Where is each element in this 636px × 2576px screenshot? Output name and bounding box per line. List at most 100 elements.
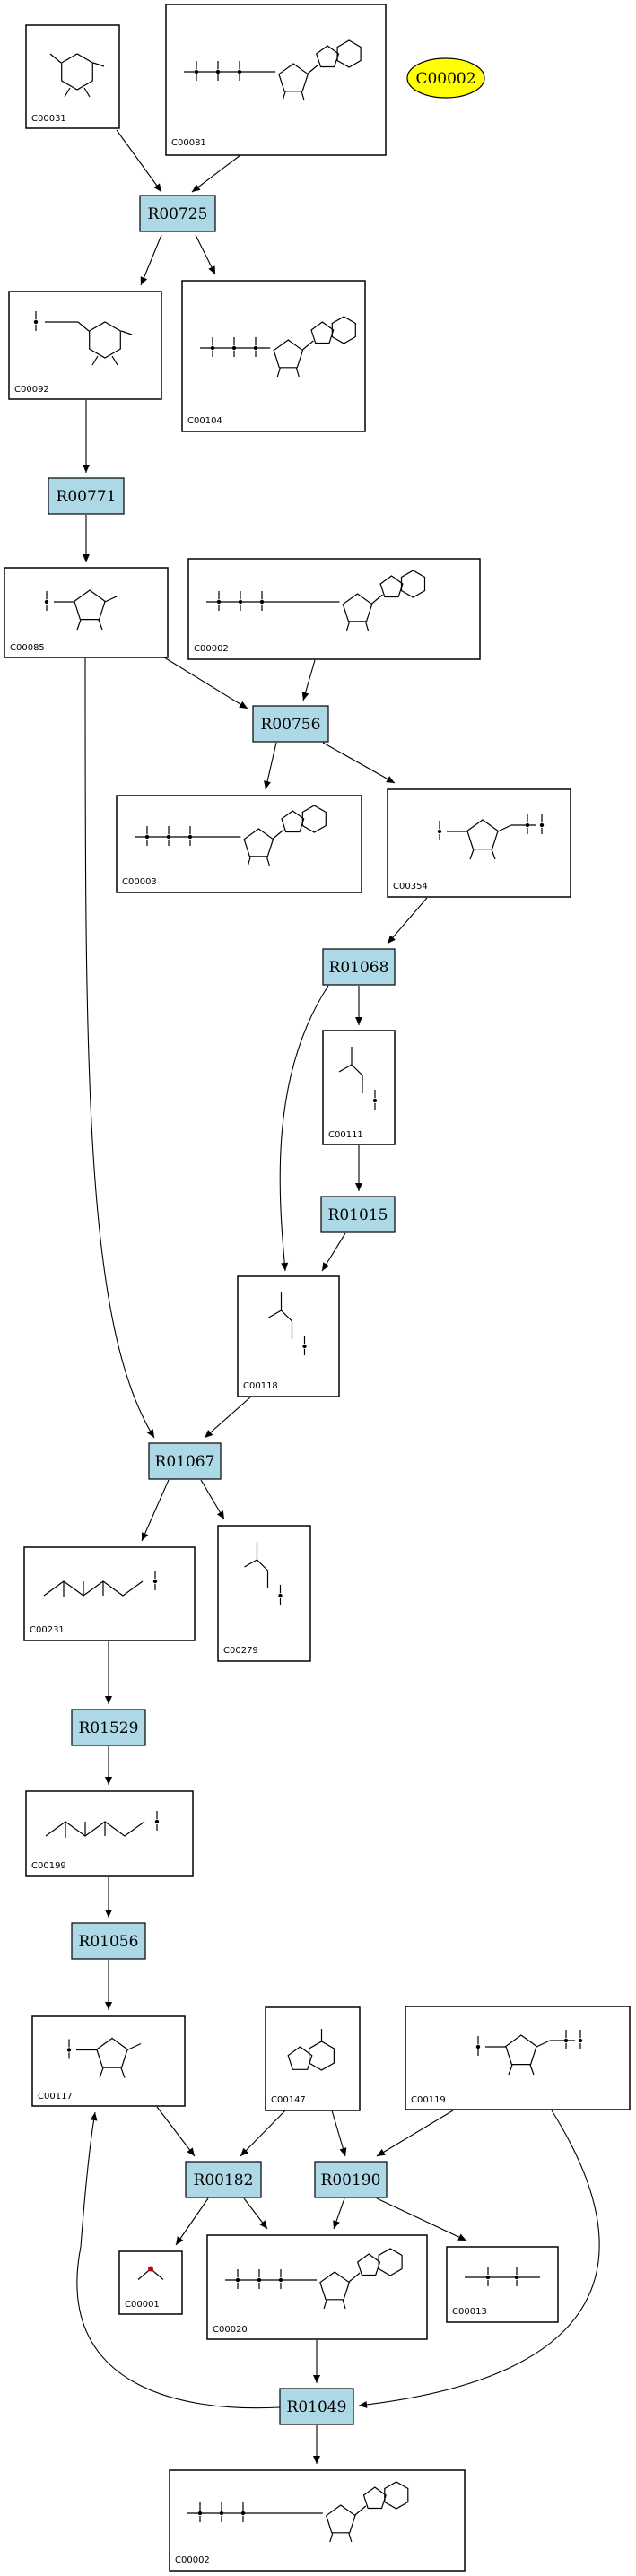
arrowhead-c1-r1 <box>153 183 161 192</box>
compound-id-c4: C00104 <box>187 416 222 426</box>
compound-c20[interactable]: C00002 <box>169 2469 466 2572</box>
compound-c18[interactable]: C00020 <box>206 2234 428 2340</box>
compound-id-c6: C00002 <box>194 644 229 654</box>
compound-c10[interactable]: C00118 <box>237 1275 340 1397</box>
structure-c1 <box>49 53 105 98</box>
compound-c12[interactable]: C00279 <box>217 1525 311 1662</box>
pathway-edges <box>76 129 600 2464</box>
compound-c6[interactable]: C00002 <box>187 558 481 660</box>
reaction-label-r3: R00756 <box>261 716 321 734</box>
structure-c20 <box>187 2481 409 2543</box>
compound-c19[interactable]: C00013 <box>446 2246 559 2323</box>
reaction-label-r1: R00725 <box>148 205 208 223</box>
arrowhead-c15-r10 <box>339 2147 347 2156</box>
arrowhead-r4-c10 <box>281 1262 289 1271</box>
reaction-label-r6: R01067 <box>155 1453 215 1471</box>
pathway-nodes: C00002 C00031 C00081 C00092 C00104 C0008… <box>4 4 631 2572</box>
reaction-label-r5: R01015 <box>328 1206 388 1224</box>
edge-r11-c14 <box>76 2111 281 2409</box>
arrowhead-r9-c17 <box>176 2236 184 2245</box>
edge-r3-c8 <box>322 742 396 784</box>
arrowhead-c6-r3 <box>301 692 309 701</box>
compound-id-c17: C00001 <box>125 2300 160 2310</box>
structure-c9 <box>338 1047 378 1110</box>
arrowhead-r10-c18 <box>333 2220 340 2229</box>
compound-id-c16: C00119 <box>411 2095 446 2105</box>
reaction-r4[interactable]: R01068 <box>322 948 396 986</box>
arrowhead-r1-c4 <box>208 265 215 274</box>
highlight-compound-node[interactable]: C00002 <box>406 57 485 99</box>
reaction-label-r10: R00190 <box>321 2171 381 2189</box>
arrowhead-r7-c13 <box>105 1777 112 1785</box>
reaction-label-r11: R01049 <box>287 2398 347 2416</box>
edge-c16-r10 <box>376 2110 454 2157</box>
compound-c1[interactable]: C00031 <box>25 24 120 129</box>
compound-id-c7: C00003 <box>122 877 157 887</box>
structure-c15 <box>287 2029 335 2071</box>
reaction-r8[interactable]: R01056 <box>71 1922 146 1960</box>
edge-r1-c3 <box>140 234 162 286</box>
edge-c14-r9 <box>156 2106 196 2157</box>
compound-c17[interactable]: C00001 <box>118 2250 183 2315</box>
arrowhead-c5-r6 <box>146 1429 154 1438</box>
structure-c11 <box>43 1571 158 1597</box>
compound-c9[interactable]: C00111 <box>322 1030 396 1145</box>
arrowhead-c16-r11 <box>359 2401 368 2408</box>
arrowhead-r8-c14 <box>105 2002 112 2010</box>
compound-id-c11: C00231 <box>30 1625 65 1635</box>
structure-c19 <box>465 2267 540 2286</box>
reaction-r1[interactable]: R00725 <box>139 195 216 232</box>
compound-c7[interactable]: C00003 <box>116 795 362 893</box>
reaction-r11[interactable]: R01049 <box>279 2388 354 2425</box>
arrowhead-r6-c12 <box>217 1510 224 1519</box>
compound-id-c12: C00279 <box>223 1646 258 1656</box>
arrowhead-c11-r7 <box>105 1696 112 1704</box>
arrowhead-r3-c7 <box>264 780 271 789</box>
compound-c2[interactable]: C00081 <box>165 4 387 156</box>
edge-c16-r11 <box>358 2110 600 2406</box>
arrowhead-r9-c18 <box>259 2220 267 2229</box>
reaction-r9[interactable]: R00182 <box>185 2161 262 2198</box>
compound-id-c20: C00002 <box>175 2555 210 2565</box>
reaction-r7[interactable]: R01529 <box>71 1709 146 1746</box>
arrowhead-r10-c19 <box>457 2233 466 2241</box>
structure-c18 <box>225 2248 403 2310</box>
compound-id-c14: C00117 <box>38 2092 73 2102</box>
reaction-r6[interactable]: R01067 <box>148 1442 222 1480</box>
reaction-label-r2: R00771 <box>57 488 117 506</box>
structure-c4 <box>200 316 356 378</box>
compound-c8[interactable]: C00354 <box>387 788 571 898</box>
compound-c5[interactable]: C00085 <box>4 567 169 658</box>
compound-c3[interactable]: C00092 <box>8 291 162 400</box>
compound-c4[interactable]: C00104 <box>181 280 366 432</box>
compound-id-c9: C00111 <box>328 1130 363 1140</box>
edge-r4-c10 <box>279 985 329 1272</box>
arrowhead-c13-r8 <box>105 1910 112 1918</box>
structure-c2 <box>184 39 362 101</box>
structure-c10 <box>268 1292 307 1355</box>
arrowhead-c9-r5 <box>355 1183 362 1191</box>
arrowhead-r2-c5 <box>83 554 90 562</box>
arrowhead-c18-r11 <box>313 2375 320 2383</box>
reaction-r3[interactable]: R00756 <box>252 705 329 743</box>
edge-c8-r4 <box>387 897 428 944</box>
structure-c5 <box>44 589 119 631</box>
edge-c2-r1 <box>191 154 241 193</box>
reaction-r10[interactable]: R00190 <box>314 2161 388 2198</box>
compound-id-c10: C00118 <box>243 1381 278 1391</box>
arrowhead-r4-c9 <box>355 1017 362 1025</box>
reaction-r5[interactable]: R01015 <box>320 1196 396 1233</box>
reaction-label-r7: R01529 <box>79 1719 139 1737</box>
reaction-r2[interactable]: R00771 <box>48 477 125 515</box>
compound-c16[interactable]: C00119 <box>405 2006 631 2110</box>
edge-c10-r6 <box>204 1396 252 1439</box>
compound-c15[interactable]: C00147 <box>265 2006 361 2111</box>
compound-c11[interactable]: C00231 <box>23 1546 196 1641</box>
arrowhead-c14-r9 <box>187 2147 195 2156</box>
compound-c13[interactable]: C00199 <box>25 1790 194 1877</box>
structure-c16 <box>475 2030 583 2076</box>
structure-c7 <box>135 805 327 866</box>
compound-c14[interactable]: C00117 <box>31 2015 186 2107</box>
edge-c15-r9 <box>240 2110 286 2157</box>
